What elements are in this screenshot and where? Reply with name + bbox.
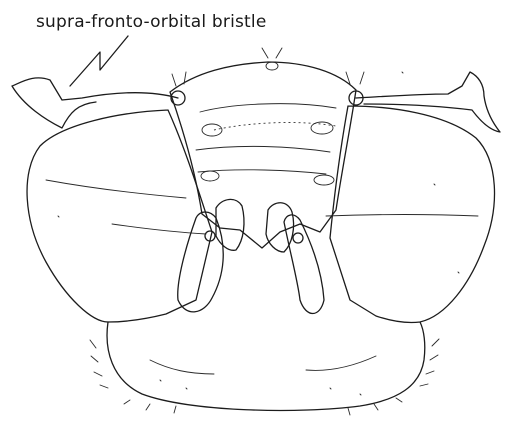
frons-spot [311,122,333,134]
frontal-vitta [200,104,336,112]
right-bristle [356,72,500,132]
left-eye-line [46,180,186,198]
frontal-vitta-stipple [214,123,336,130]
frons-spot [314,175,334,185]
right-antenna-flagellum [284,215,324,314]
lower-face-inner-line [150,360,214,374]
vertex-bristles [172,48,364,86]
ocellus [266,62,278,70]
frons-spot [201,171,219,181]
lower-face-outline [107,322,425,410]
left-compound-eye [27,110,212,322]
left-antenna-scape [216,199,244,250]
frons-transverse-line [196,146,330,152]
right-arista-base [293,233,303,243]
label-leader-line [70,36,128,86]
frons-spot [202,124,222,136]
stipple-marks [58,72,459,395]
lower-face-inner-line [306,356,376,370]
frons-plate [170,62,356,248]
right-eye-line [326,215,478,217]
genal-hairs [90,340,176,413]
